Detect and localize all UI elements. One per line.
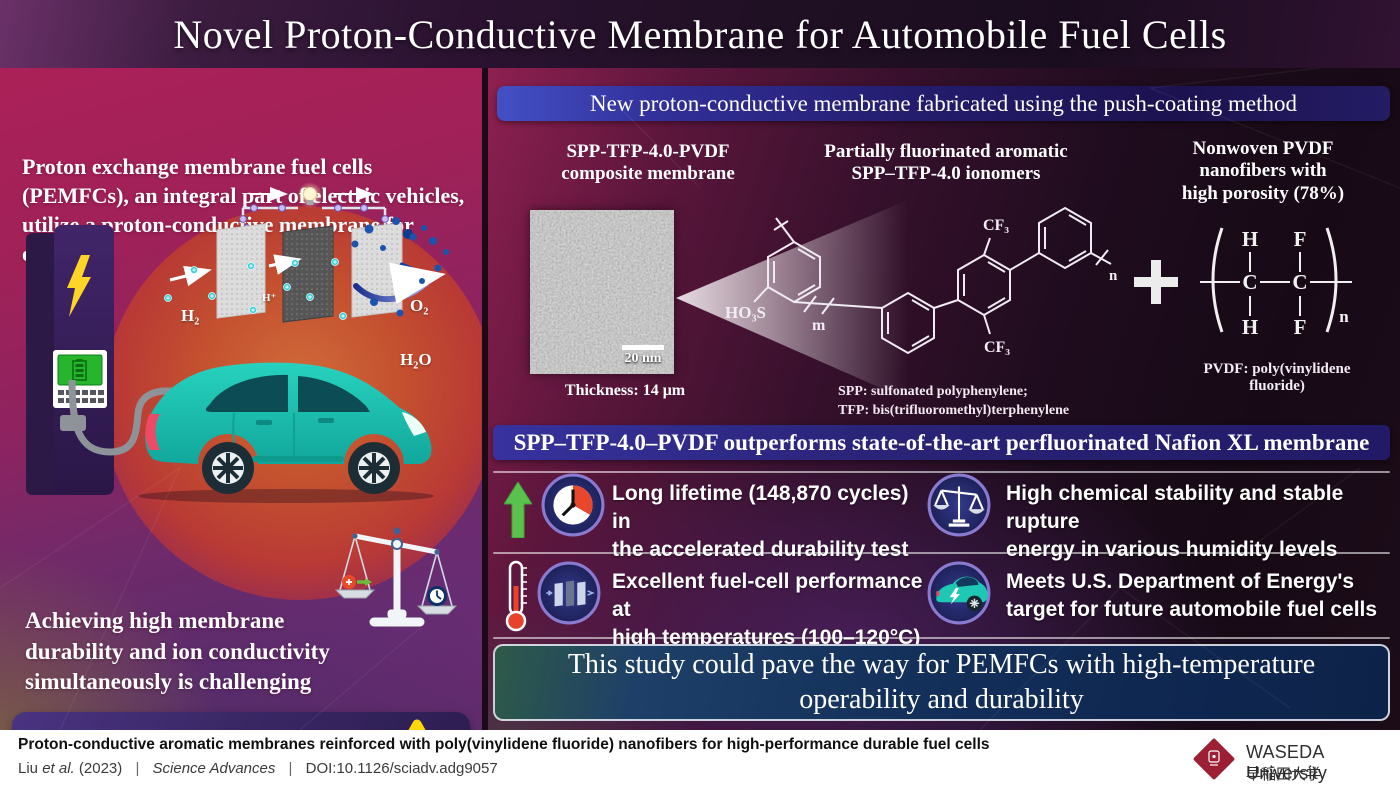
paper-title: Proton-conductive aromatic membranes rei…: [18, 736, 990, 753]
column1-title: SPP-TFP-4.0-PVDF composite membrane: [561, 141, 735, 185]
citation-doi: DOI:10.1126/sciadv.adg9057: [305, 760, 498, 777]
electric-car-icon: [927, 561, 991, 625]
citation-journal: Science Advances: [152, 760, 276, 777]
balance-scale-icon: [927, 473, 991, 537]
left-pan: [334, 589, 376, 599]
pvdf-f-top: F: [1294, 227, 1307, 251]
charger-screen: [53, 350, 107, 408]
car-wheel-rear: [202, 442, 254, 494]
pvdf-caption: PVDF: poly(vinylidene fluoride): [1203, 361, 1351, 394]
footer: Proton-conductive aromatic membranes rei…: [0, 730, 1400, 788]
water-arrow: [388, 262, 446, 304]
ho3s-label: HO₃S: [725, 303, 766, 322]
car-taillight: [145, 414, 160, 450]
challenge-text: Achieving high membrane durability and i…: [25, 608, 330, 695]
cf3-top-label: CF₃: [983, 217, 1009, 234]
method-banner: New proton-conductive membrane fabricate…: [497, 86, 1390, 121]
benefit-stability: High chemical stability and stable ruptu…: [1006, 482, 1344, 561]
divider: [493, 637, 1390, 639]
car-front-window: [298, 376, 370, 412]
h2-label: H₂: [181, 306, 200, 325]
electric-car: [138, 362, 434, 503]
pvdf-f-bottom: F: [1294, 315, 1307, 339]
hplus-label: H⁺: [262, 292, 277, 304]
waseda-university-name-jp: 早稲田大学: [1246, 766, 1322, 783]
durability-clock-weight: [427, 586, 447, 606]
citation-year: (2023): [78, 760, 123, 777]
benefit-lifetime: Long lifetime (148,870 cycles) in the ac…: [612, 482, 909, 561]
h2o-label: H₂O: [400, 350, 432, 369]
pvdf-c-left: C: [1242, 270, 1257, 294]
divider: [493, 471, 1390, 473]
tradeoff-balance-scale: [334, 527, 458, 627]
lightning-bolt-icon: [67, 255, 91, 317]
car-rear-window: [205, 374, 288, 412]
scale-bar-label: 20 nm: [624, 351, 662, 366]
thermometer-icon: [505, 560, 527, 632]
divider: [493, 552, 1390, 554]
charging-cable: [68, 380, 180, 456]
citation: Liu et al. (2023) | Science Advances | D…: [18, 760, 498, 777]
conclusion-banner: This study could pave the way for PEMFCs…: [493, 644, 1390, 721]
car-wheel-front: [348, 442, 400, 494]
pvdf-structure: H F C C H F n: [1200, 227, 1352, 339]
scale-bar: [622, 345, 664, 350]
citation-etal: et al.: [42, 760, 75, 777]
fuel-cell-diagram: [164, 182, 449, 323]
citation-author: Liu: [18, 760, 39, 777]
right-panel: New proton-conductive membrane fabricate…: [488, 68, 1400, 730]
light-bulb-icon: [297, 182, 323, 208]
plus-icon: [1134, 260, 1178, 304]
charging-station: [26, 225, 114, 495]
car-headlight: [402, 412, 426, 436]
m-label: m: [812, 317, 826, 334]
ionomer-structure: HO₃S m CF₃ CF₃ n: [725, 207, 1118, 356]
fuel-cell-temperature-icon: [537, 561, 601, 625]
oxygen-bar: [399, 262, 419, 274]
up-arrow-icon: [504, 482, 532, 538]
outperform-banner: SPP–TFP-4.0–PVDF outperforms state-of-th…: [493, 425, 1390, 460]
pvdf-h-top: H: [1242, 227, 1258, 251]
membrane-plate: [282, 225, 334, 323]
oxygen-dots: [351, 217, 449, 317]
cf3-bottom-label: CF₃: [984, 339, 1010, 356]
waseda-crest-icon: [1193, 738, 1235, 780]
left-panel: Proton exchange membrane fuel cells (PEM…: [0, 68, 482, 730]
column2-title: Partially fluorinated aromatic SPP–TFP-4…: [824, 141, 1068, 185]
anode-plate: [216, 223, 266, 319]
pvdf-h-bottom: H: [1242, 315, 1258, 339]
pvdf-c-right: C: [1292, 270, 1307, 294]
thickness-caption: Thickness: 14 μm: [564, 382, 686, 399]
column3-title: Nonwoven PVDF nanofibers with high poros…: [1181, 138, 1345, 204]
proton-conductivity-weight: [342, 575, 372, 589]
main-title: Novel Proton-Conductive Membrane for Aut…: [173, 11, 1227, 57]
h2-arrow: [169, 265, 212, 287]
warning-box: This affects PEMFC lifetime and performa…: [12, 712, 470, 730]
benefit-doe-target: Meets U.S. Department of Energy's target…: [1006, 570, 1378, 621]
citation-separator: |: [288, 760, 293, 777]
title-bar: Novel Proton-Conductive Membrane for Aut…: [0, 0, 1400, 68]
abbreviation-footnote: SPP: sulfonated polyphenylene; TFP: bis(…: [838, 384, 1070, 418]
lifetime-clock-icon: [541, 473, 605, 537]
n-label: n: [1109, 268, 1118, 284]
right-pan: [416, 605, 458, 615]
citation-separator: |: [135, 760, 140, 777]
benefit-performance: Excellent fuel-cell performance at high …: [612, 570, 923, 649]
warning-icon: [408, 719, 426, 730]
waseda-university-name: WASEDA University: [1246, 742, 1328, 783]
o2-label: O₂: [410, 296, 429, 315]
proton-arrow: [268, 254, 302, 275]
tem-micrograph: 20 nm: [530, 210, 674, 374]
pvdf-n: n: [1339, 307, 1349, 326]
